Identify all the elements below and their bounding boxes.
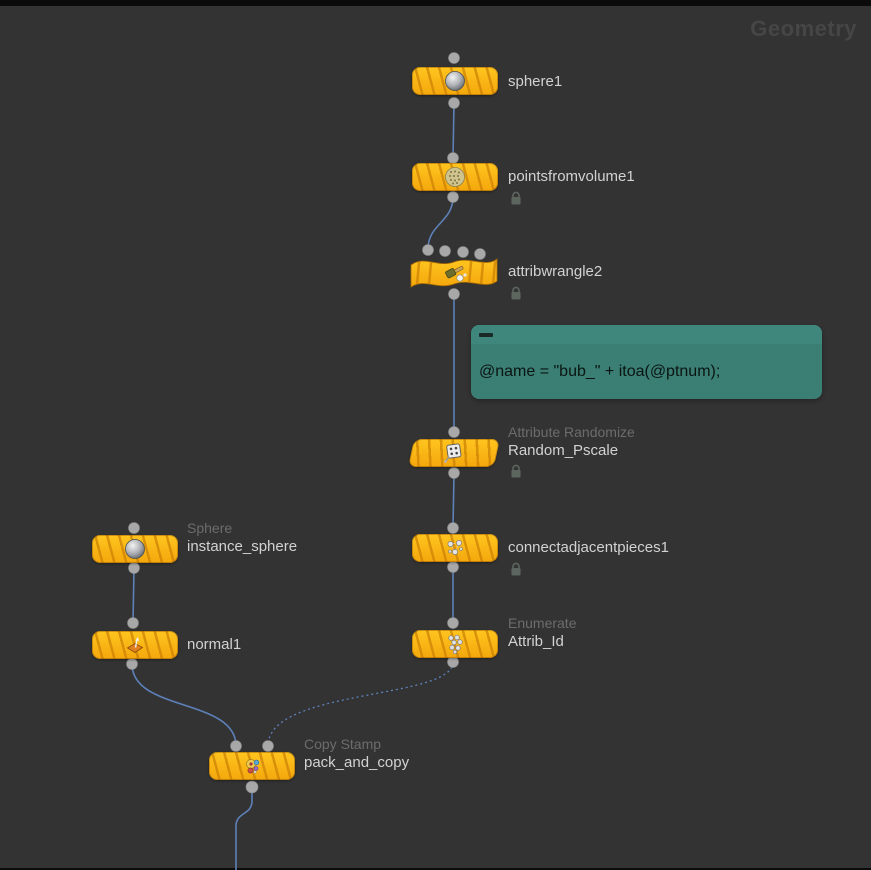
sticky-note[interactable]: @name = "bub_" + itoa(@ptnum); <box>471 325 822 399</box>
output-connector-randompscale[interactable] <box>448 467 460 479</box>
node-label-attribwrangle2[interactable]: attribwrangle2 <box>508 263 603 280</box>
input-connector-attribid[interactable] <box>447 617 459 629</box>
wire-randompscale-connectadjacentpieces1[interactable] <box>452 472 455 529</box>
output-connector-attribwrangle2[interactable] <box>448 288 460 300</box>
connect-pieces-icon <box>447 540 463 555</box>
node-label-normal1[interactable]: normal1 <box>187 636 242 653</box>
node-label-pointsfromvolume1[interactable]: pointsfromvolume1 <box>508 168 635 185</box>
wrangle-icon <box>445 266 467 282</box>
lock-icon <box>511 286 521 300</box>
wire-normal1-packandcopy[interactable] <box>131 663 237 747</box>
node-randompscale[interactable] <box>408 439 500 467</box>
node-packandcopy[interactable] <box>209 752 295 780</box>
node-label-instancesphere[interactable]: instance_sphere <box>187 537 298 555</box>
sphere-icon <box>445 71 465 91</box>
sphere-icon <box>125 539 145 559</box>
node-label-attribid[interactable]: Attrib_Id <box>508 632 564 650</box>
wrangle-node-body <box>410 258 498 288</box>
wire-attribid-packandcopy-reference[interactable] <box>267 661 454 747</box>
input-connector-sphere1[interactable] <box>448 52 460 64</box>
output-connector-sphere1[interactable] <box>448 97 460 109</box>
node-label-randompscale[interactable]: Random_Pscale <box>508 441 619 459</box>
input-connector-packandcopy-1[interactable] <box>262 740 274 752</box>
output-connector-normal1[interactable] <box>126 658 138 670</box>
output-connector-connectadjacentpieces1[interactable] <box>447 561 459 573</box>
normal-vector-icon <box>126 637 144 653</box>
input-connector-attribwrangle2-0[interactable] <box>422 244 434 256</box>
input-connector-attribwrangle2-2[interactable] <box>457 246 469 258</box>
randomize-dice-icon <box>444 443 462 463</box>
node-type-label-instancesphere: Sphere <box>187 520 233 536</box>
wire-sphere1-pointsfromvolume1[interactable] <box>452 102 455 159</box>
input-connector-normal1[interactable] <box>127 617 139 629</box>
wire-packandcopy-output[interactable] <box>235 787 253 870</box>
bottom-border-bar <box>0 868 871 870</box>
sticky-note-collapse-icon[interactable] <box>479 332 493 337</box>
top-border-bar <box>0 0 871 6</box>
node-attribwrangle2[interactable] <box>408 252 500 296</box>
enumerate-points-icon <box>448 634 463 655</box>
input-connector-randompscale[interactable] <box>448 426 460 438</box>
lock-icon <box>511 191 521 205</box>
input-connector-connectadjacentpieces1[interactable] <box>447 522 459 534</box>
node-sphere1[interactable] <box>412 67 498 95</box>
input-connector-attribwrangle2-1[interactable] <box>439 245 451 257</box>
network-context-label: Geometry <box>750 16 857 41</box>
input-connector-attribwrangle2-3[interactable] <box>474 248 486 260</box>
node-type-label-packandcopy: Copy Stamp <box>304 736 382 752</box>
lock-icon <box>511 464 521 478</box>
points-from-volume-icon <box>445 167 465 187</box>
node-normal1[interactable] <box>92 631 178 659</box>
copy-stamp-icon <box>246 759 260 774</box>
node-connectadjacentpieces1[interactable] <box>412 534 498 562</box>
node-label-connectadjacentpieces1[interactable]: connectadjacentpieces1 <box>508 539 669 556</box>
wire-instancesphere-normal1[interactable] <box>132 567 135 624</box>
sticky-note-header[interactable] <box>471 325 822 344</box>
output-connector-instancesphere[interactable] <box>128 562 140 574</box>
node-type-label-attribid: Enumerate <box>508 615 577 631</box>
input-connector-pointsfromvolume1[interactable] <box>447 152 459 164</box>
input-connector-instancesphere[interactable] <box>128 522 140 534</box>
node-pointsfromvolume1[interactable] <box>412 163 498 191</box>
node-label-packandcopy[interactable]: pack_and_copy <box>304 753 410 771</box>
wire-pointsfromvolume1-attribwrangle2[interactable] <box>427 196 454 250</box>
node-attribid[interactable] <box>412 630 498 658</box>
sticky-note-text: @name = "bub_" + itoa(@ptnum); <box>479 362 721 380</box>
input-connector-packandcopy-0[interactable] <box>230 740 242 752</box>
output-connector-attribid[interactable] <box>447 656 459 668</box>
lock-icon <box>511 562 521 576</box>
output-connector-pointsfromvolume1[interactable] <box>447 191 459 203</box>
output-connector-packandcopy[interactable] <box>245 780 259 794</box>
node-instancesphere[interactable] <box>92 535 178 563</box>
node-type-label-randompscale: Attribute Randomize <box>508 424 635 440</box>
node-label-sphere1[interactable]: sphere1 <box>508 73 563 90</box>
